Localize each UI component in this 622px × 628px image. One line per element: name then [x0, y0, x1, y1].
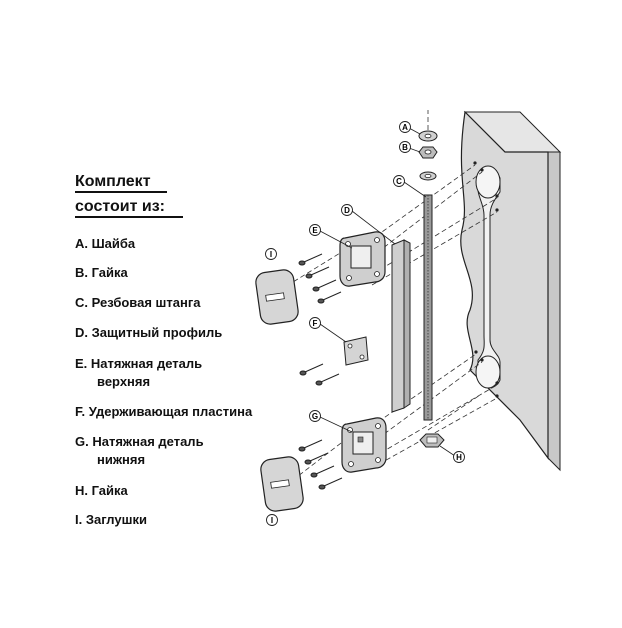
callout-e-label: E [312, 226, 318, 235]
legend-item-e-label: E. Натяжная деталь [75, 356, 203, 371]
nut-b [418, 146, 438, 159]
screw-icon [298, 253, 323, 266]
legend-title-line2: состоит из: [75, 198, 165, 215]
protective-profile [391, 239, 411, 413]
threaded-rod [423, 194, 433, 421]
callout-h-label: H [456, 453, 462, 462]
callout-e: E [309, 224, 321, 236]
legend-item-f-label: F. Удерживающая пластина [75, 404, 253, 419]
legend-item-i: I. Заглушки [75, 511, 147, 529]
legend-item-a: A. Шайба [75, 235, 135, 253]
legend-item-d: D. Защитный профиль [75, 324, 222, 342]
legend-item-c: C. Резбовая штанга [75, 294, 200, 312]
title-underline-2 [75, 216, 183, 218]
screw-icon [312, 279, 337, 292]
screw-icon [317, 291, 342, 304]
callout-b-label: B [402, 143, 408, 152]
screw-icon [318, 477, 343, 490]
screw-icon [310, 465, 335, 478]
retaining-plate [343, 336, 369, 366]
callout-i-top: I [265, 248, 277, 260]
screw-icon [305, 266, 330, 279]
upper-tension-part [339, 231, 386, 287]
legend-item-g: G. Натяжная деталь нижняя [75, 433, 204, 469]
screw-icon [315, 373, 340, 386]
legend-item-g-label: G. Натяжная деталь [75, 434, 204, 449]
callout-d-label: D [344, 206, 350, 215]
legend-item-d-label: D. Защитный профиль [75, 325, 223, 340]
callout-h: H [453, 451, 465, 463]
cover-cap-bottom [260, 456, 304, 512]
lower-tension-part [341, 417, 387, 473]
screws [298, 253, 343, 490]
nut-h [419, 433, 445, 448]
callout-b: B [399, 141, 411, 153]
callout-g: G [309, 410, 321, 422]
legend-item-c-label: C. Резбовая штанга [75, 295, 201, 310]
callout-c: C [393, 175, 405, 187]
callout-leaders [319, 127, 456, 457]
legend-item-h-label: H. Гайка [75, 483, 128, 498]
callout-c-label: C [396, 177, 402, 186]
callout-i-bottom: I [266, 514, 278, 526]
title-underline-1 [75, 191, 167, 193]
legend-item-i-label: I. Заглушки [75, 512, 147, 527]
legend-item-a-label: A. Шайба [75, 236, 136, 251]
screw-icon [299, 363, 324, 376]
door-panel [460, 110, 562, 472]
legend-item-b: B. Гайка [75, 264, 128, 282]
legend-item-f: F. Удерживающая пластина [75, 403, 252, 421]
cover-cap-top [255, 269, 299, 325]
callout-d: D [341, 204, 353, 216]
callout-a-label: A [402, 123, 408, 132]
legend-item-b-label: B. Гайка [75, 265, 128, 280]
callout-g-label: G [312, 412, 318, 421]
legend-title-line1: Комплект [75, 173, 151, 190]
callout-f: F [309, 317, 321, 329]
legend-item-e: E. Натяжная деталь верхняя [75, 355, 202, 391]
parts-legend: Комплект состоит из: A. Шайба B. Гайка C… [75, 0, 275, 628]
callout-f-label: F [313, 319, 318, 328]
legend-item-g-label-line2: нижняя [97, 452, 146, 467]
screw-icon [304, 452, 329, 465]
legend-item-e-label-line2: верхняя [97, 374, 151, 389]
callout-i-top-label: I [270, 250, 272, 259]
washer-c-top [419, 171, 437, 181]
legend-item-h: H. Гайка [75, 482, 128, 500]
washer-a [418, 130, 438, 142]
callout-a: A [399, 121, 411, 133]
screw-icon [298, 439, 323, 452]
callout-i-bottom-label: I [271, 516, 273, 525]
